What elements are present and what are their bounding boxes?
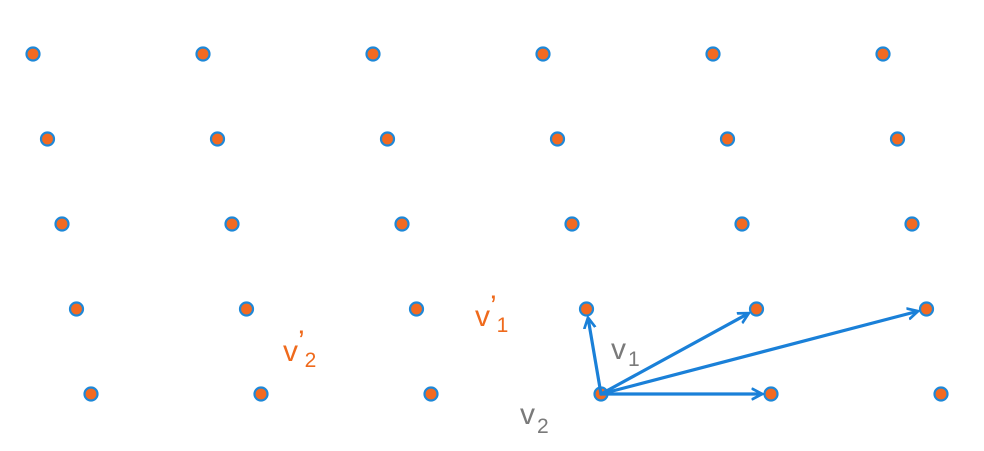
lattice-point: [394, 216, 410, 232]
lattice-point: [748, 301, 765, 317]
lattice-point: [763, 386, 779, 402]
lattice-point: [719, 131, 736, 147]
lattice-point: [705, 46, 721, 62]
vector-arrow-v1-prime: [599, 314, 748, 396]
lattice-points: [25, 46, 949, 402]
label-v2-prime: v’2: [283, 325, 316, 372]
lattice-point: [238, 301, 255, 317]
lattice-point: [578, 301, 595, 317]
lattice-point: [253, 386, 269, 402]
lattice-point: [83, 386, 99, 402]
lattice-point: [889, 131, 906, 147]
lattice-point: [933, 386, 949, 402]
label-v1-prime: v’1: [475, 290, 508, 337]
lattice-point: [734, 216, 750, 232]
lattice-point: [25, 46, 41, 62]
lattice-point: [875, 46, 891, 62]
lattice-point: [564, 216, 580, 232]
label-v1: v1: [611, 333, 640, 371]
vector-arrow-v1: [588, 319, 603, 396]
lattice-point: [195, 46, 211, 62]
lattice-point: [423, 386, 439, 402]
label-v2: v2: [520, 398, 549, 438]
vector-labels: v1 v2 v’1 v’2: [283, 290, 640, 438]
lattice-point: [68, 301, 85, 317]
basis-vectors: [588, 312, 917, 395]
lattice-point: [39, 131, 56, 147]
lattice-point: [379, 131, 396, 147]
vector-arrow-v2-prime: [599, 312, 917, 396]
lattice-point: [535, 46, 551, 62]
lattice-point: [224, 216, 240, 232]
lattice-point: [904, 216, 920, 232]
lattice-point: [365, 46, 381, 62]
lattice-point: [549, 131, 566, 147]
lattice-point: [54, 216, 70, 232]
lattice-point: [918, 301, 935, 317]
lattice-point: [408, 301, 425, 317]
lattice-point: [209, 131, 226, 147]
